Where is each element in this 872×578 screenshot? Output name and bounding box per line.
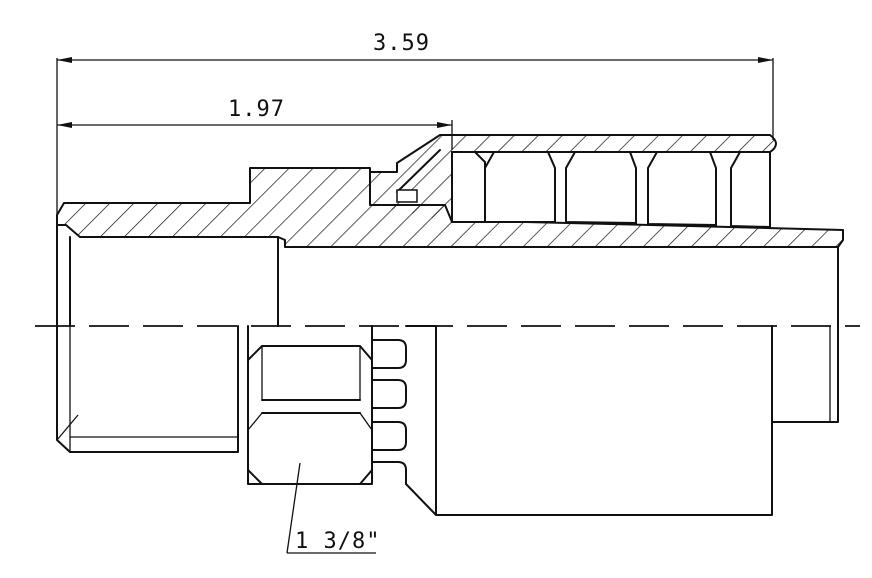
upper-section-view <box>56 134 844 327</box>
overall-length-label: 3.59 <box>373 31 430 56</box>
hex-size-leader: 1 3/8" <box>286 462 380 554</box>
lower-exterior-view: 1 3/8" <box>56 325 839 554</box>
hex-size-label: 1 3/8" <box>295 529 380 554</box>
overall-length-dimension: 3.59 <box>56 31 774 215</box>
threaded-end <box>56 325 239 453</box>
crimp-ribs <box>371 339 407 485</box>
stem-end <box>771 325 839 423</box>
hex-nut <box>247 325 373 485</box>
thread-length-label: 1.97 <box>228 97 285 122</box>
inner-bore <box>79 236 839 327</box>
barb-grooves <box>451 151 771 229</box>
ferrule-body <box>405 325 773 516</box>
thread-length-dimension: 1.97 <box>57 97 453 150</box>
